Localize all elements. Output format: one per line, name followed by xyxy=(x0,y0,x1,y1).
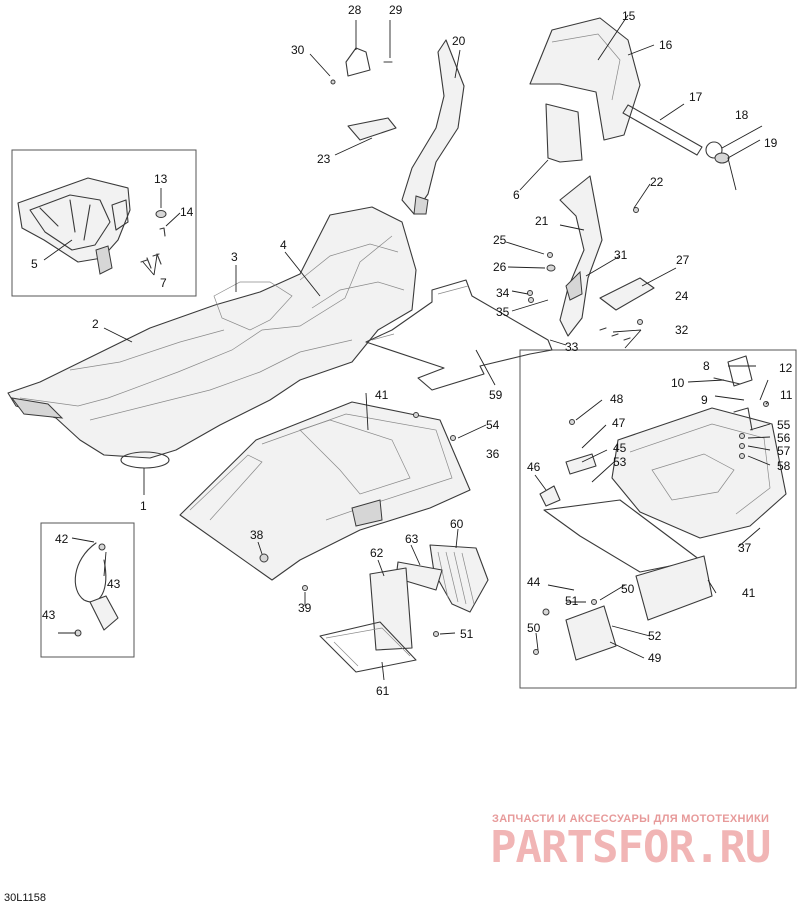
callout-36: 36 xyxy=(486,447,500,461)
callout-32: 32 xyxy=(675,323,689,337)
wire-frame-part xyxy=(365,279,553,391)
callout-15: 15 xyxy=(622,9,636,23)
callout-12: 12 xyxy=(779,361,793,375)
callout-35: 35 xyxy=(496,305,510,319)
callout-45: 45 xyxy=(613,441,627,455)
callout-20: 20 xyxy=(452,34,466,48)
callout-60: 60 xyxy=(450,517,464,531)
callout-7: 7 xyxy=(160,276,167,290)
callout-22: 22 xyxy=(650,175,664,189)
callout-2: 2 xyxy=(92,317,99,331)
callout-43-upper: 43 xyxy=(107,577,121,591)
callout-25: 25 xyxy=(493,233,507,247)
callout-13: 13 xyxy=(154,172,168,186)
battery-bay-parts xyxy=(319,544,489,673)
callout-29: 29 xyxy=(389,3,403,17)
callout-16: 16 xyxy=(659,38,673,52)
callout-10: 10 xyxy=(671,376,685,390)
callout-61: 61 xyxy=(376,684,390,698)
callout-50-left: 50 xyxy=(527,621,541,635)
callout-6: 6 xyxy=(513,188,520,202)
seat-assembly-part xyxy=(7,206,417,469)
callout-1: 1 xyxy=(140,499,147,513)
bracket-parts xyxy=(345,39,655,337)
callout-24: 24 xyxy=(675,289,689,303)
callout-5: 5 xyxy=(31,257,38,271)
callout-11: 11 xyxy=(780,388,793,402)
seat-base-part xyxy=(17,177,131,275)
watermark-tagline: ЗАПЧАСТИ И АКСЕССУАРЫ ДЛЯ МОТОТЕХНИКИ xyxy=(492,813,769,825)
callout-9: 9 xyxy=(701,393,708,407)
callout-labels: 1 2 3 4 5 6 7 8 9 10 11 12 13 14 15 16 1… xyxy=(31,3,793,698)
callout-39: 39 xyxy=(298,601,312,615)
callout-42: 42 xyxy=(55,532,69,546)
leader-lines xyxy=(43,14,771,681)
callout-21: 21 xyxy=(535,214,549,228)
watermark-logo: PARTSFOR.RU xyxy=(490,822,770,873)
callout-28: 28 xyxy=(348,3,362,17)
callout-23: 23 xyxy=(317,152,331,166)
callout-48: 48 xyxy=(610,392,624,406)
callout-18: 18 xyxy=(735,108,749,122)
callout-38: 38 xyxy=(250,528,264,542)
callout-54: 54 xyxy=(486,418,500,432)
callout-50-right: 50 xyxy=(621,582,635,596)
passenger-support-part xyxy=(539,355,787,661)
callout-56: 56 xyxy=(777,431,791,445)
callout-14: 14 xyxy=(180,205,194,219)
hardware-13-14-7 xyxy=(140,210,167,269)
callout-55: 55 xyxy=(777,418,791,432)
callout-19: 19 xyxy=(764,136,778,150)
watermark: ЗАПЧАСТИ И АКСЕССУАРЫ ДЛЯ МОТОТЕХНИКИ PA… xyxy=(490,813,771,873)
callout-26: 26 xyxy=(493,260,507,274)
callout-47: 47 xyxy=(612,416,626,430)
callout-27: 27 xyxy=(676,253,690,267)
callout-33: 33 xyxy=(565,340,579,354)
callout-49: 49 xyxy=(648,651,662,665)
callout-4: 4 xyxy=(280,238,287,252)
callout-46: 46 xyxy=(527,460,541,474)
callout-53: 53 xyxy=(613,455,627,469)
detail-frame-harness xyxy=(40,522,135,658)
harness-part xyxy=(74,542,119,637)
callout-41-upper: 41 xyxy=(375,388,389,402)
callout-51-right: 51 xyxy=(565,594,579,608)
callout-51-left: 51 xyxy=(460,627,474,641)
detail-frame-seat-base xyxy=(11,149,197,297)
callout-17: 17 xyxy=(689,90,703,104)
callout-43-lower: 43 xyxy=(42,608,56,622)
callout-58: 58 xyxy=(777,459,791,473)
callout-57: 57 xyxy=(777,444,791,458)
callout-31: 31 xyxy=(614,248,628,262)
callout-59: 59 xyxy=(489,388,503,402)
callout-3: 3 xyxy=(231,250,238,264)
backrest-part xyxy=(529,17,730,164)
figure-code: 30L1158 xyxy=(4,892,46,904)
detail-frame-passenger-support xyxy=(519,349,797,689)
callout-41-lower: 41 xyxy=(742,586,756,600)
callout-34: 34 xyxy=(496,286,510,300)
fastener-parts xyxy=(259,61,769,655)
storage-bin-part xyxy=(179,401,471,581)
callout-63: 63 xyxy=(405,532,419,546)
callout-44: 44 xyxy=(527,575,541,589)
callout-37: 37 xyxy=(738,541,752,555)
callout-52: 52 xyxy=(648,629,662,643)
callout-62: 62 xyxy=(370,546,384,560)
callout-8: 8 xyxy=(703,359,710,373)
callout-30: 30 xyxy=(291,43,305,57)
